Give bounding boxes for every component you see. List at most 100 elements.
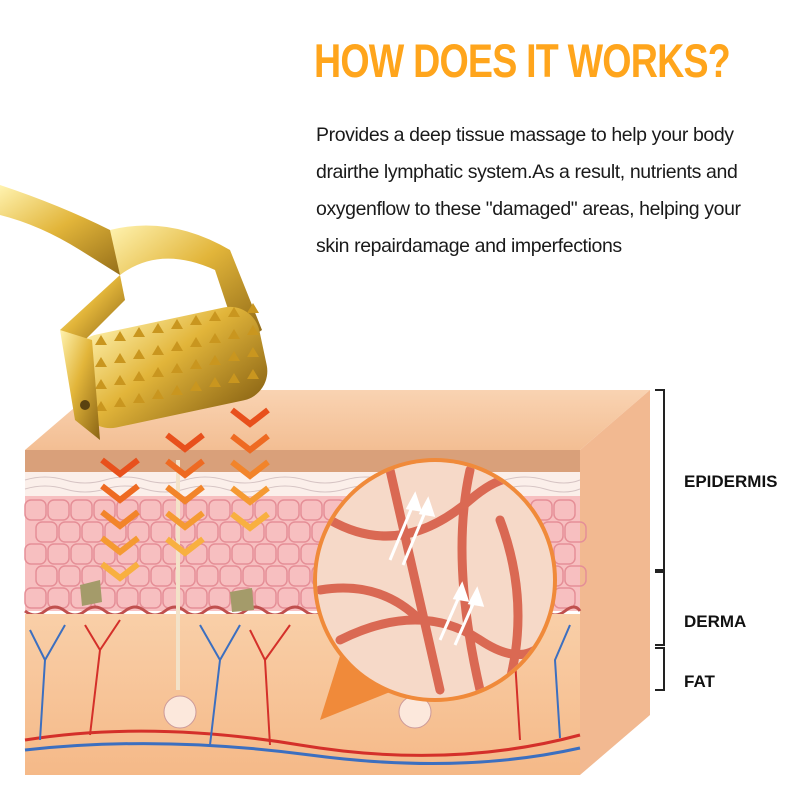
chevron-down-icon — [230, 485, 270, 506]
skin-cell — [196, 521, 219, 543]
spike — [190, 381, 202, 391]
spike — [209, 333, 221, 343]
skin-cell — [196, 565, 219, 587]
label-derma: DERMA — [684, 612, 747, 631]
description-line: drairthe lymphatic system.As a result, n… — [316, 161, 738, 183]
skin-cell — [35, 521, 58, 543]
spike — [133, 393, 145, 403]
chevron-down-icon — [100, 561, 140, 582]
spike — [114, 397, 126, 407]
skin-cell — [58, 521, 81, 543]
spike — [209, 355, 221, 365]
spike — [228, 329, 240, 339]
chevron-down-icon — [100, 535, 140, 556]
page-title: HOW DOES IT WORKS? — [314, 34, 731, 87]
chevron-down-icon — [165, 536, 205, 557]
spike — [190, 315, 202, 325]
spike — [95, 401, 107, 411]
skin-cell — [150, 521, 173, 543]
skin-cell — [219, 521, 242, 543]
skin-cell — [231, 543, 254, 565]
chevron-down-icon — [165, 510, 205, 531]
label-fat: FAT — [684, 672, 715, 691]
skin-cell — [139, 499, 162, 521]
chevron-arrows — [100, 407, 270, 582]
spike — [190, 359, 202, 369]
spike — [228, 307, 240, 317]
spike — [133, 371, 145, 381]
spike — [152, 323, 164, 333]
description-text: Provides a deep tissue massage to help y… — [316, 117, 796, 265]
skin-cell — [139, 543, 162, 565]
skin-cell — [150, 565, 173, 587]
spike — [247, 369, 259, 379]
skin-cell — [300, 499, 323, 521]
spike — [133, 327, 145, 337]
skin-cell — [265, 521, 288, 543]
chevron-down-icon — [230, 407, 270, 428]
chevron-down-icon — [165, 484, 205, 505]
skin-cell — [265, 565, 288, 587]
spike — [171, 385, 183, 395]
chevron-down-icon — [100, 457, 140, 478]
spike — [209, 377, 221, 387]
chevron-down-icon — [165, 432, 205, 453]
spike — [247, 303, 259, 313]
spike — [114, 353, 126, 363]
magnifier-zoom — [313, 458, 557, 720]
description-line: oxygenflow to these "damaged" areas, hel… — [316, 198, 741, 220]
spike — [228, 351, 240, 361]
skin-cell — [277, 543, 300, 565]
skin-cell — [47, 543, 70, 565]
spike — [171, 319, 183, 329]
spike — [247, 347, 259, 357]
skin-cell — [173, 521, 196, 543]
skin-cell — [254, 543, 277, 565]
skin-cell — [254, 587, 277, 609]
skin-cell — [185, 587, 208, 609]
spike — [114, 331, 126, 341]
skin-cell — [139, 587, 162, 609]
skin-cell — [24, 499, 47, 521]
skin-cell — [219, 565, 242, 587]
spike — [171, 341, 183, 351]
skin-cell — [47, 499, 70, 521]
spike — [228, 373, 240, 383]
skin-cell — [277, 499, 300, 521]
layer-brackets — [655, 389, 665, 691]
skin-cell — [127, 521, 150, 543]
chevron-down-icon — [230, 433, 270, 454]
spike — [114, 375, 126, 385]
arrow-icons — [388, 491, 485, 646]
chevron-down-icon — [100, 483, 140, 504]
skin-cell — [70, 499, 93, 521]
skin-cell — [208, 499, 231, 521]
skin-cell — [35, 565, 58, 587]
skin-cell — [564, 565, 587, 587]
derma-roller-image — [0, 185, 268, 440]
skin-cell — [58, 565, 81, 587]
spike — [152, 367, 164, 377]
chevron-down-icon — [230, 511, 270, 532]
skin-cell — [564, 521, 587, 543]
chevron-down-icon — [100, 509, 140, 530]
spike — [95, 379, 107, 389]
skin-cell — [24, 587, 47, 609]
skin-cell — [81, 521, 104, 543]
description-line: skin repairdamage and imperfections — [316, 235, 622, 257]
skin-cell — [288, 565, 311, 587]
chevron-down-icon — [230, 459, 270, 480]
spike — [133, 349, 145, 359]
skin-cell — [93, 499, 116, 521]
spike — [152, 389, 164, 399]
skin-cell — [24, 543, 47, 565]
spike — [95, 357, 107, 367]
chevron-down-icon — [165, 458, 205, 479]
skin-cell — [208, 543, 231, 565]
skin-cell — [553, 499, 576, 521]
spike — [95, 335, 107, 345]
skin-cell — [242, 565, 265, 587]
spike — [190, 337, 202, 347]
spike — [152, 345, 164, 355]
